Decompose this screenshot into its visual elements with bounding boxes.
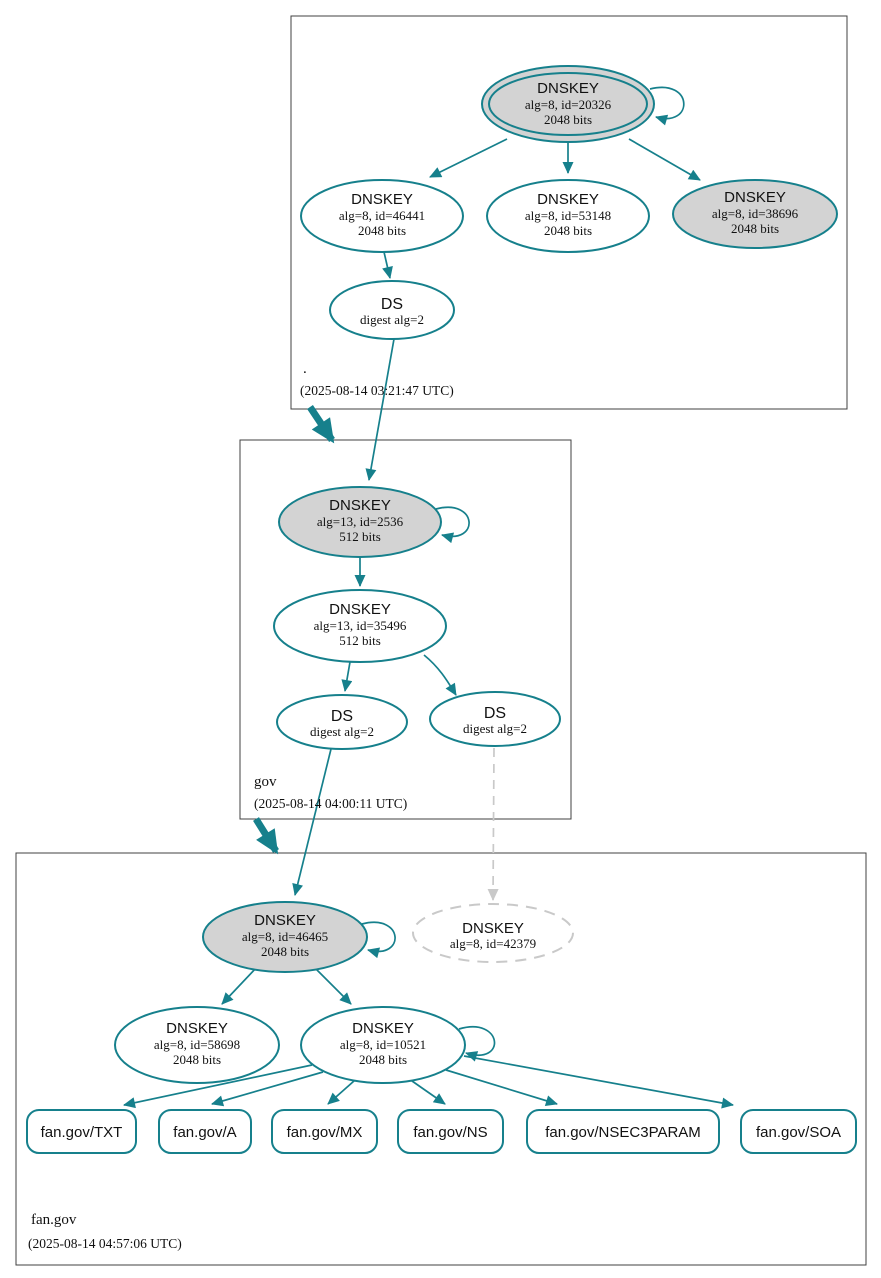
node-root-ds bbox=[329, 280, 455, 340]
fan-ksk-detail: alg=8, id=46465 bbox=[242, 929, 328, 944]
rrset-box-soa bbox=[740, 1109, 857, 1154]
node-root-ksk-inner bbox=[488, 72, 648, 136]
fan-ksk-bits: 2048 bits bbox=[261, 944, 309, 959]
node-gov-key-35496 bbox=[273, 589, 447, 663]
edge-govksk-selfloop bbox=[435, 506, 470, 544]
rrset-label-nsec3param: fan.gov/NSEC3PARAM bbox=[545, 1124, 701, 1141]
key38696-bits: 2048 bits bbox=[731, 221, 779, 236]
node-root-key-46441 bbox=[300, 179, 464, 253]
edge-10521-to-a bbox=[211, 1071, 324, 1107]
key58698-type: DNSKEY bbox=[166, 1020, 228, 1037]
key10521-bits: 2048 bits bbox=[359, 1052, 407, 1067]
rrset-box-nsec3param bbox=[526, 1109, 720, 1154]
node-gov-ds-1 bbox=[276, 694, 408, 750]
key46441-bits: 2048 bits bbox=[358, 223, 406, 238]
edge-10521-to-mx bbox=[327, 1080, 355, 1105]
node-fan-key-58698 bbox=[114, 1006, 280, 1084]
root-ksk-bits: 2048 bits bbox=[544, 112, 592, 127]
key42379-detail: alg=8, id=42379 bbox=[450, 936, 536, 951]
zone-label-gov: gov bbox=[254, 774, 277, 790]
key53148-detail: alg=8, id=53148 bbox=[525, 208, 611, 223]
key53148-bits: 2048 bits bbox=[544, 223, 592, 238]
gov-ds2-detail: digest alg=2 bbox=[463, 721, 527, 736]
rrset-box-ns bbox=[397, 1109, 504, 1154]
key35496-detail: alg=13, id=35496 bbox=[314, 618, 407, 633]
edge-govds1-to-fanksk bbox=[292, 748, 332, 896]
edge-10521-to-ns bbox=[411, 1080, 446, 1105]
gov-ds1-detail: digest alg=2 bbox=[310, 724, 374, 739]
node-fan-key-10521 bbox=[300, 1006, 466, 1084]
root-ksk-type: DNSKEY bbox=[537, 80, 599, 97]
edge-rootksk-selfloop bbox=[649, 86, 685, 126]
key38696-detail: alg=8, id=38696 bbox=[712, 206, 799, 221]
node-gov-ds-2 bbox=[429, 691, 561, 747]
key46441-detail: alg=8, id=46441 bbox=[339, 208, 425, 223]
edge-fanksk-to-10521 bbox=[313, 966, 352, 1005]
edge-govds2-to-missing-key bbox=[487, 747, 499, 901]
root-ds-type: DS bbox=[381, 296, 403, 313]
key53148-type: DNSKEY bbox=[537, 191, 599, 208]
rrset-label-ns: fan.gov/NS bbox=[413, 1124, 487, 1141]
edge-fanksk-to-58698 bbox=[221, 966, 258, 1005]
key46441-type: DNSKEY bbox=[351, 191, 413, 208]
zone-timestamp-fan: (2025-08-14 04:57:06 UTC) bbox=[28, 1236, 182, 1251]
zone-label-fan: fan.gov bbox=[31, 1212, 77, 1228]
gov-ksk-detail: alg=13, id=2536 bbox=[317, 514, 404, 529]
key10521-type: DNSKEY bbox=[352, 1020, 414, 1037]
edge-35496-to-ds1 bbox=[341, 661, 353, 692]
node-fan-missing-key-42379 bbox=[412, 903, 574, 963]
key35496-bits: 512 bits bbox=[339, 633, 381, 648]
gov-ksk-bits: 512 bits bbox=[339, 529, 381, 544]
zone-label-root: . bbox=[303, 361, 307, 377]
edge-10521-to-txt bbox=[123, 1064, 313, 1109]
edge-10521-to-nsec3param bbox=[445, 1069, 558, 1107]
edge-rootds-to-govksk bbox=[365, 338, 395, 481]
root-ksk-detail: alg=8, id=20326 bbox=[525, 97, 612, 112]
root-ds-detail: digest alg=2 bbox=[360, 312, 424, 327]
gov-ksk-type: DNSKEY bbox=[329, 497, 391, 514]
key58698-detail: alg=8, id=58698 bbox=[154, 1037, 240, 1052]
node-gov-ksk-2536 bbox=[278, 486, 442, 558]
edge-fanksk-selfloop bbox=[361, 921, 396, 959]
edge-46441-to-ds bbox=[382, 251, 393, 279]
node-root-ksk-outer bbox=[481, 65, 655, 143]
zone-timestamp-gov: (2025-08-14 04:00:11 UTC) bbox=[254, 796, 407, 811]
key38696-type: DNSKEY bbox=[724, 189, 786, 206]
edge-10521-selfloop bbox=[458, 1026, 496, 1062]
key42379-type: DNSKEY bbox=[462, 920, 524, 937]
edge-root-to-gov-delegation bbox=[307, 405, 335, 444]
rrset-label-soa: fan.gov/SOA bbox=[756, 1124, 841, 1141]
edge-gov-to-fan-delegation bbox=[253, 817, 279, 855]
edge-35496-to-ds2 bbox=[423, 654, 457, 696]
node-fan-ksk-46465 bbox=[202, 901, 368, 973]
key58698-bits: 2048 bits bbox=[173, 1052, 221, 1067]
fan-ksk-type: DNSKEY bbox=[254, 912, 316, 929]
rrset-label-a: fan.gov/A bbox=[173, 1124, 236, 1141]
edge-rootksk-to-38696 bbox=[628, 138, 701, 181]
key35496-type: DNSKEY bbox=[329, 601, 391, 618]
rrset-label-txt: fan.gov/TXT bbox=[41, 1124, 123, 1141]
edge-rootksk-to-46441 bbox=[429, 138, 508, 178]
key10521-detail: alg=8, id=10521 bbox=[340, 1037, 426, 1052]
rrset-box-a bbox=[158, 1109, 252, 1154]
gov-ds2-type: DS bbox=[484, 705, 506, 722]
node-root-key-53148 bbox=[486, 179, 650, 253]
zone-timestamp-root: (2025-08-14 03:21:47 UTC) bbox=[300, 383, 454, 398]
rrset-label-mx: fan.gov/MX bbox=[287, 1124, 363, 1141]
rrset-box-mx bbox=[271, 1109, 378, 1154]
edge-10521-to-soa bbox=[463, 1055, 734, 1109]
node-root-key-38696 bbox=[672, 179, 838, 249]
gov-ds1-type: DS bbox=[331, 708, 353, 725]
rrset-box-txt bbox=[26, 1109, 137, 1154]
